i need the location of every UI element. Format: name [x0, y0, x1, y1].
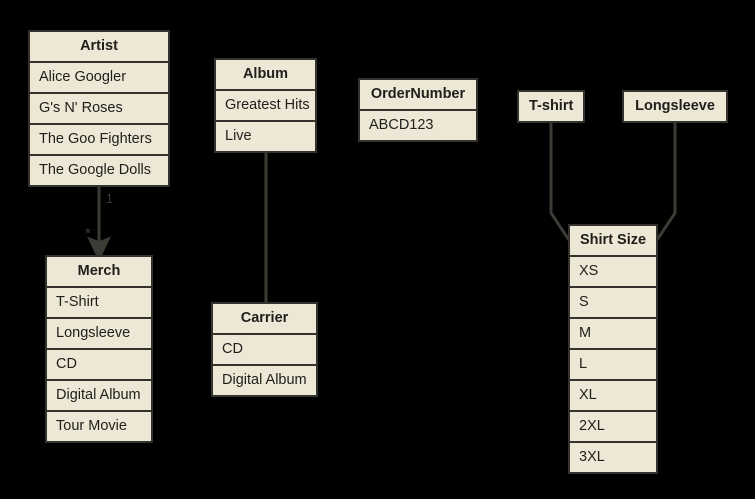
edge-label-merch-multiplicity: *	[85, 225, 91, 242]
edge-tshirt-to-shirt-size	[549, 120, 571, 241]
entity-album[interactable]: Album Greatest Hits Live	[214, 58, 317, 153]
entity-merch-row-2[interactable]: CD	[47, 350, 151, 379]
entity-album-header: Album	[216, 60, 315, 89]
entity-album-row-1[interactable]: Live	[216, 122, 315, 151]
entity-artist-row-0[interactable]: Alice Googler	[30, 63, 168, 92]
entity-shirt-size-row-0[interactable]: XS	[570, 257, 656, 286]
entity-tshirt-header: T-shirt	[519, 92, 583, 121]
entity-shirt-size-header: Shirt Size	[570, 226, 656, 255]
entity-shirt-size-row-5[interactable]: 2XL	[570, 412, 656, 441]
entity-shirt-size[interactable]: Shirt Size XS S M L XL 2XL 3XL	[568, 224, 658, 474]
entity-tshirt[interactable]: T-shirt	[517, 90, 585, 123]
entity-shirt-size-row-2[interactable]: M	[570, 319, 656, 348]
entity-order-number[interactable]: OrderNumber ABCD123	[358, 78, 478, 142]
entity-carrier-row-0[interactable]: CD	[213, 335, 316, 364]
entity-carrier-header: Carrier	[213, 304, 316, 333]
entity-carrier-row-1[interactable]: Digital Album	[213, 366, 316, 395]
entity-artist-row-3[interactable]: The Google Dolls	[30, 156, 168, 185]
entity-artist[interactable]: Artist Alice Googler G's N' Roses The Go…	[28, 30, 170, 187]
entity-album-row-0[interactable]: Greatest Hits	[216, 91, 315, 120]
entity-merch-row-3[interactable]: Digital Album	[47, 381, 151, 410]
entity-shirt-size-row-4[interactable]: XL	[570, 381, 656, 410]
entity-shirt-size-row-3[interactable]: L	[570, 350, 656, 379]
entity-artist-header: Artist	[30, 32, 168, 61]
entity-merch-header: Merch	[47, 257, 151, 286]
entity-carrier[interactable]: Carrier CD Digital Album	[211, 302, 318, 397]
entity-order-number-header: OrderNumber	[360, 80, 476, 109]
edge-longsleeve-to-shirt-size	[655, 120, 677, 241]
entity-merch-row-0[interactable]: T-Shirt	[47, 288, 151, 317]
entity-order-number-row-0[interactable]: ABCD123	[360, 111, 476, 140]
entity-shirt-size-row-6[interactable]: 3XL	[570, 443, 656, 472]
entity-longsleeve[interactable]: Longsleeve	[622, 90, 728, 123]
entity-merch[interactable]: Merch T-Shirt Longsleeve CD Digital Albu…	[45, 255, 153, 443]
entity-longsleeve-header: Longsleeve	[624, 92, 726, 121]
entity-merch-row-1[interactable]: Longsleeve	[47, 319, 151, 348]
entity-artist-row-2[interactable]: The Goo Fighters	[30, 125, 168, 154]
entity-merch-row-4[interactable]: Tour Movie	[47, 412, 151, 441]
entity-shirt-size-row-1[interactable]: S	[570, 288, 656, 317]
entity-artist-row-1[interactable]: G's N' Roses	[30, 94, 168, 123]
edge-label-artist-multiplicity: 1	[106, 192, 113, 206]
